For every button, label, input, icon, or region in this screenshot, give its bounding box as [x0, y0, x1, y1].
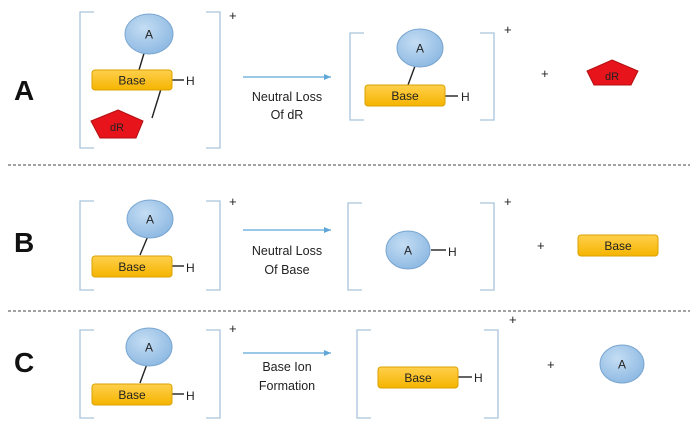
adduct-label: A	[404, 244, 412, 258]
reactant-bracket	[79, 200, 221, 291]
base-label: Base	[118, 388, 146, 402]
reactant-bracket	[79, 329, 221, 419]
adduct-circle	[125, 327, 173, 367]
reactant-bracket	[79, 11, 221, 149]
deoxyribose-pentagon	[586, 59, 639, 86]
plus-sign: +	[541, 66, 549, 81]
reaction-caption-line1: Base Ion	[262, 360, 311, 374]
adduct-label: A	[416, 42, 424, 56]
adduct-label: A	[146, 213, 154, 227]
adduct-label: A	[145, 28, 153, 42]
adduct-circle	[385, 230, 431, 270]
reaction-caption-line2: Of dR	[271, 108, 304, 122]
base-box	[91, 255, 173, 278]
sugar-label: dR	[605, 71, 619, 83]
charge-sign: +	[229, 321, 237, 336]
row-label: C	[14, 347, 34, 378]
hydrogen-label: H	[186, 389, 195, 403]
adduct-circle	[599, 344, 645, 384]
hydrogen-label: H	[461, 90, 470, 104]
plus-sign: +	[537, 238, 545, 253]
row-label: A	[14, 75, 34, 106]
base-label: Base	[118, 260, 146, 274]
adduct-circle	[396, 28, 444, 68]
sugar-label: dR	[110, 122, 124, 134]
hydrogen-label: H	[186, 74, 195, 88]
row-label: B	[14, 227, 34, 258]
base-box	[91, 383, 173, 406]
base-box	[91, 69, 173, 91]
base-label: Base	[404, 371, 432, 385]
reaction-caption-line1: Neutral Loss	[252, 90, 322, 104]
adduct-label: A	[618, 358, 626, 372]
deoxyribose-pentagon	[90, 109, 144, 139]
adduct-circle	[126, 199, 174, 239]
product-bracket	[356, 329, 499, 419]
reaction-caption-line2: Of Base	[264, 263, 309, 277]
adduct-label: A	[145, 341, 153, 355]
charge-sign: +	[229, 8, 237, 23]
base-label: Base	[391, 89, 419, 103]
hydrogen-label: H	[186, 261, 195, 275]
base-label: Base	[604, 239, 632, 253]
product-bracket	[347, 202, 495, 291]
charge-sign: +	[229, 194, 237, 209]
product-bracket	[349, 32, 495, 121]
base-box	[377, 366, 459, 389]
hydrogen-label: H	[448, 245, 457, 259]
hydrogen-label: H	[474, 371, 483, 385]
base-box	[577, 234, 659, 257]
reaction-caption-line1: Neutral Loss	[252, 244, 322, 258]
charge-sign: +	[509, 312, 517, 327]
base-label: Base	[118, 74, 146, 88]
adduct-circle	[124, 13, 174, 55]
charge-sign: +	[504, 194, 512, 209]
plus-sign: +	[547, 357, 555, 372]
reaction-caption-line2: Formation	[259, 379, 315, 393]
base-box	[364, 84, 446, 107]
charge-sign: +	[504, 22, 512, 37]
